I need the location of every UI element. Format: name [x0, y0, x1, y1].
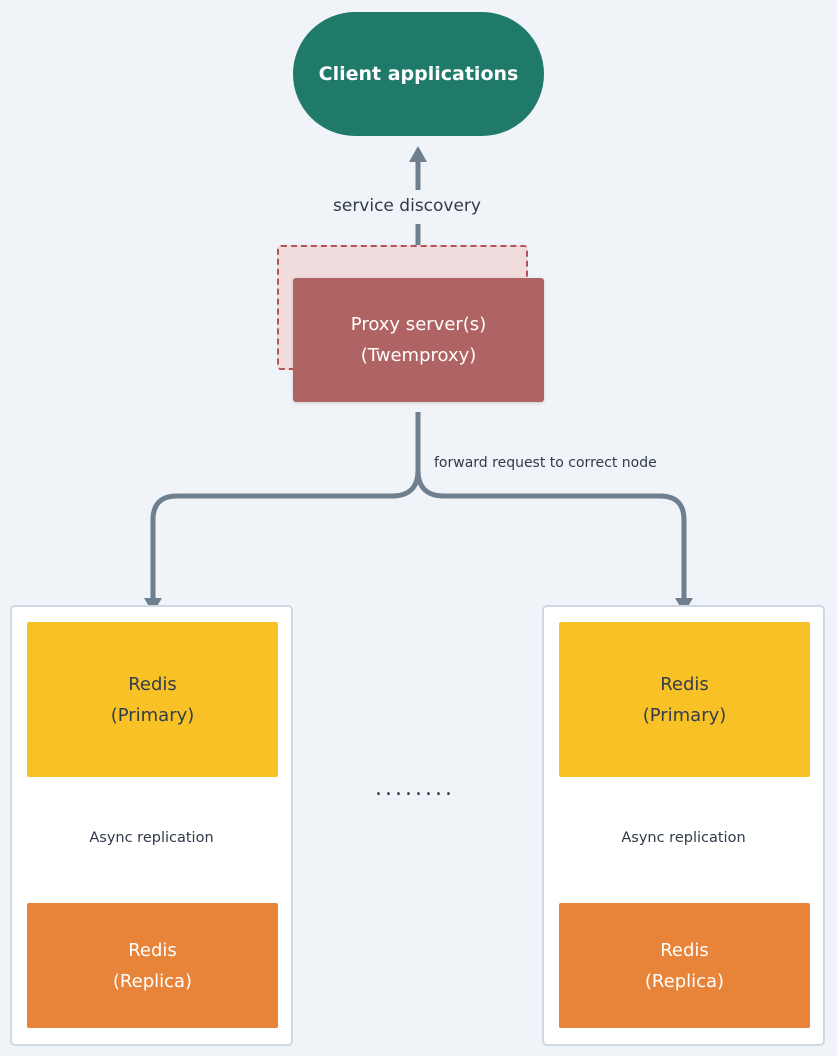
async-replication-label-left: Async replication: [89, 830, 214, 846]
redis-primary-node-right: Redis (Primary): [559, 622, 810, 777]
redis-primary-sublabel: (Primary): [110, 704, 195, 726]
service-discovery-label: service discovery: [331, 196, 483, 216]
redis-replica-node-right: Redis (Replica): [559, 903, 810, 1028]
client-applications-label: Client applications: [318, 63, 519, 85]
redis-replica-label: Redis: [128, 939, 177, 961]
redis-replica-node-left: Redis (Replica): [27, 903, 278, 1028]
proxy-server-label: Proxy server(s): [350, 314, 487, 335]
redis-primary-label: Redis: [128, 673, 177, 695]
proxy-fork-connector: [150, 412, 687, 600]
async-replication-label-right: Async replication: [621, 830, 746, 846]
redis-primary-label: Redis: [660, 673, 709, 695]
proxy-server-sublabel: (Twemproxy): [360, 345, 477, 366]
redis-replica-sublabel: (Replica): [644, 970, 725, 992]
redis-replica-label: Redis: [660, 939, 709, 961]
forward-request-label: forward request to correct node: [434, 455, 657, 471]
redis-replica-sublabel: (Replica): [112, 970, 193, 992]
client-applications-node: Client applications: [293, 12, 544, 136]
more-shards-ellipsis: ........: [375, 776, 455, 801]
redis-primary-sublabel: (Primary): [642, 704, 727, 726]
redis-primary-node-left: Redis (Primary): [27, 622, 278, 777]
proxy-server-node: Proxy server(s) (Twemproxy): [293, 278, 544, 402]
